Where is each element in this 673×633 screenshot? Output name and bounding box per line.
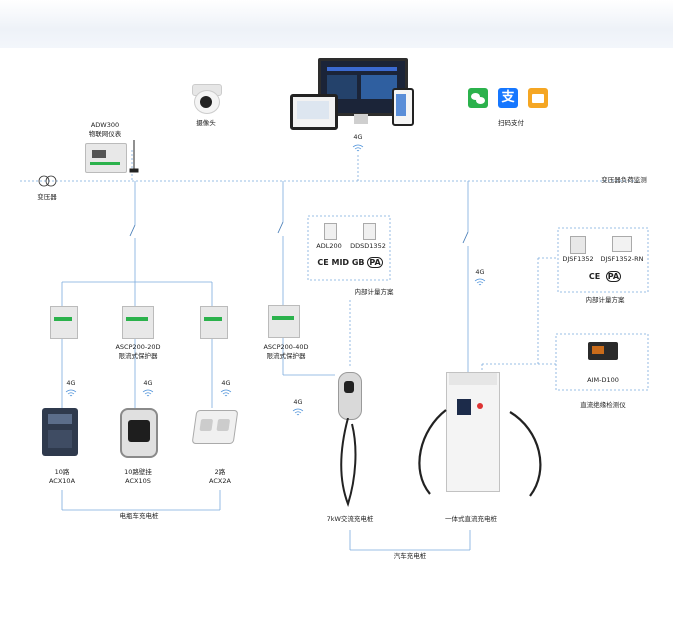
tag-4g-1: 4G: [66, 379, 76, 387]
camera-label: 摄像头: [196, 119, 216, 127]
meter-djsf-label: DJSF1352: [562, 255, 594, 263]
protector-device-1: [50, 306, 78, 339]
ac-pile-cable: [340, 418, 357, 508]
cert-marks-2: CE PA: [580, 271, 630, 282]
dc-pile-label: 一体式直流充电桩: [445, 515, 497, 523]
ebike-1-model: ACX10A: [48, 477, 76, 485]
transformer-icon: [38, 175, 57, 187]
tag-4g-5: 4G: [475, 268, 485, 276]
header-band: [0, 0, 673, 48]
ebike-1-count: 10路: [54, 468, 70, 476]
transformer-label: 变压器: [37, 193, 57, 201]
protector-20d-desc: 限流式保护器: [118, 352, 158, 360]
meter-ddsd-device: [363, 223, 376, 240]
ebike-charger-1: [42, 408, 78, 456]
internal-metering-label-1: 内部计量方案: [354, 288, 394, 296]
meter-adl-label: ADL200: [316, 242, 342, 250]
tablet-icon: [290, 94, 338, 130]
protector-40d-desc: 限流式保护器: [266, 352, 306, 360]
ebike-charger-2: [120, 408, 158, 458]
wifi-icon: [352, 144, 364, 152]
tag-4g-4: 4G: [293, 398, 303, 406]
wifi-icon-5: [474, 278, 486, 286]
wifi-icon-1: [65, 389, 77, 397]
meter-adl-device: [324, 223, 337, 240]
cert-marks-1: CE MID GB PA: [312, 257, 388, 268]
tag-4g-2: 4G: [143, 379, 153, 387]
meter-djsf-rn-device: [612, 236, 632, 252]
ebike-charger-3: [191, 410, 239, 444]
ebike-3-model: ACX2A: [209, 477, 231, 485]
wifi-icon-2: [142, 389, 154, 397]
internal-metering-label-2: 内部计量方案: [585, 296, 625, 304]
ce-mark-2: CE: [588, 272, 601, 281]
wallet-icon: [528, 88, 548, 108]
switch-icon: [129, 221, 469, 244]
car-group-label: 汽车充电桩: [386, 552, 434, 561]
gateway-device: [85, 143, 127, 173]
gateway-desc: 物联网仪表: [88, 130, 122, 138]
meter-djsf-device: [570, 236, 586, 254]
aim-device: [588, 342, 618, 360]
ac-pile-device: [338, 372, 362, 420]
wifi-icon-4: [292, 408, 304, 416]
alipay-icon: 支: [498, 88, 518, 108]
gateway-model: ADW300: [90, 121, 120, 129]
monitor-stand: [354, 114, 368, 124]
transformer-monitor-label: 变压器负荷监测: [601, 176, 647, 184]
wechat-icon: [468, 88, 488, 108]
phone-icon: [392, 88, 414, 126]
meter-ddsd-label: DDSD1352: [350, 242, 386, 250]
aim-label: AIM-D100: [587, 376, 619, 384]
camera-icon: [190, 84, 222, 114]
ebike-group-label: 电瓶车充电桩: [112, 512, 166, 521]
meter-djsf-rn-label: DJSF1352-RN: [600, 255, 644, 263]
ebike-3-count: 2路: [214, 468, 226, 476]
ac-pile-label: 7kW交流充电桩: [326, 515, 374, 523]
pay-label: 扫码支付: [498, 119, 524, 127]
dc-pile-cables: [418, 409, 542, 497]
wifi-icon-3: [220, 389, 232, 397]
ebike-2-count: 10路壁挂: [124, 468, 152, 476]
aim-caption: 直流绝缘检测仪: [580, 401, 626, 409]
ce-mark: CE: [317, 258, 329, 267]
pa-mark: PA: [367, 257, 383, 268]
cloud-4g-label: 4G: [353, 133, 363, 141]
protector-device-4: [268, 305, 300, 338]
gb-mark: GB: [351, 258, 365, 267]
protector-20d-model: ASCP200-20D: [115, 343, 161, 351]
protector-40d-model: ASCP200-40D: [263, 343, 309, 351]
protector-device-2: [122, 306, 154, 339]
ebike-2-model: ACX10S: [125, 477, 151, 485]
dc-pile-device: [446, 372, 500, 492]
mid-mark: MID: [331, 258, 350, 267]
tag-4g-3: 4G: [221, 379, 231, 387]
protector-device-3: [200, 306, 228, 339]
pa-mark-2: PA: [605, 271, 622, 282]
